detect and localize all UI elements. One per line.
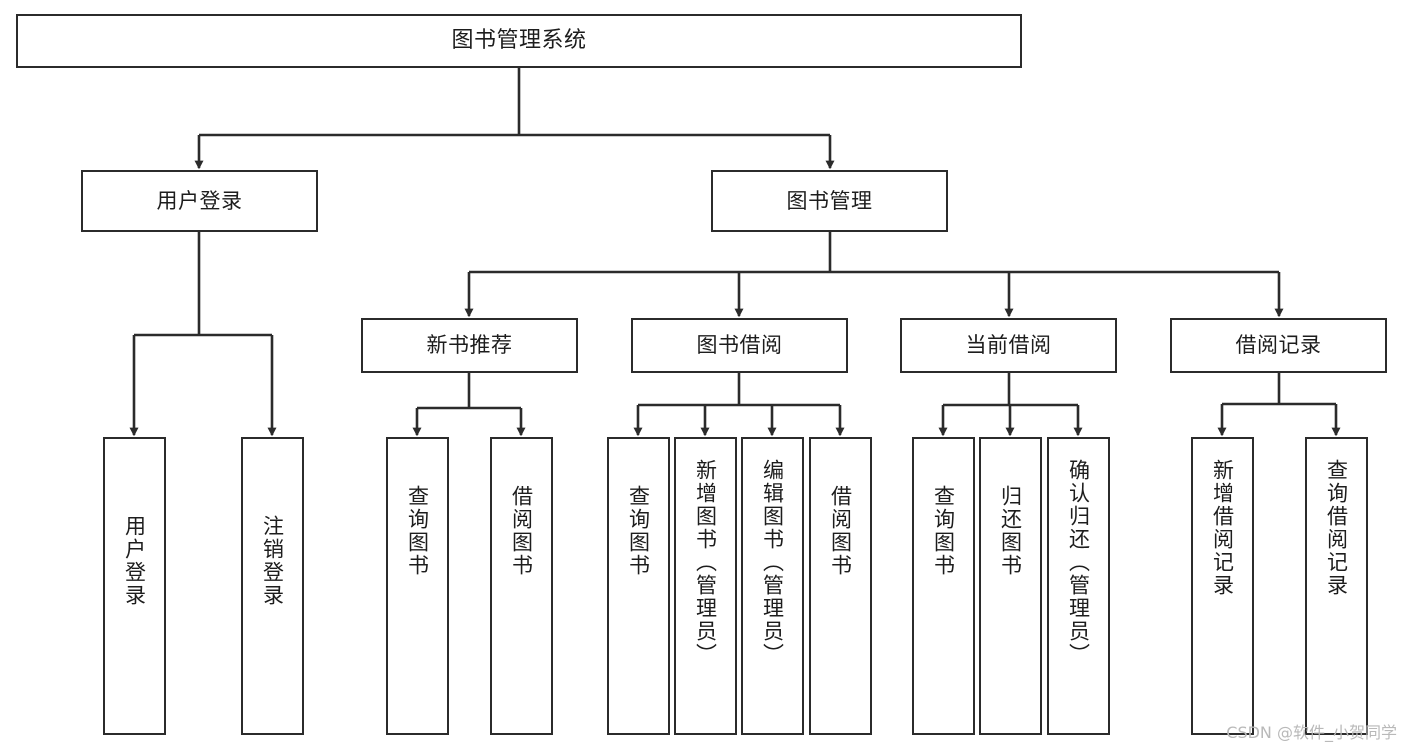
node-borrow-record[interactable]: 借阅记录: [1170, 318, 1387, 373]
leaf-user-login-logout[interactable]: 注销登录: [241, 437, 304, 735]
node-book-management[interactable]: 图书管理: [711, 170, 948, 232]
node-label: 借阅记录: [1235, 333, 1322, 358]
leaf-current-borrow-return-book[interactable]: 归还图书: [979, 437, 1042, 735]
leaf-book-borrow-query-book[interactable]: 查询图书: [607, 437, 670, 735]
leaf-book-borrow-add-book-admin[interactable]: 新增图书（管理员）: [674, 437, 737, 735]
csdn-watermark: CSDN @软件_小贺同学: [1226, 723, 1397, 742]
node-label: 归还图书: [998, 485, 1023, 577]
node-new-book-recommend[interactable]: 新书推荐: [361, 318, 578, 373]
leaf-book-borrow-edit-book-admin[interactable]: 编辑图书（管理员）: [741, 437, 804, 735]
leaf-book-borrow-borrow-book[interactable]: 借阅图书: [809, 437, 872, 735]
node-label: 图书管理: [786, 188, 873, 213]
node-root-library-management-system[interactable]: 图书管理系统: [16, 14, 1022, 68]
node-label: 图书管理系统: [451, 28, 587, 54]
node-label: 查询借阅记录: [1324, 459, 1349, 597]
node-label: 借阅图书: [828, 485, 853, 577]
node-label: 确认归还（管理员）: [1066, 459, 1091, 666]
node-label: 编辑图书（管理员）: [760, 459, 785, 666]
leaf-new-book-query-book[interactable]: 查询图书: [386, 437, 449, 735]
node-label: 新增图书（管理员）: [693, 459, 718, 666]
node-label: 借阅图书: [509, 485, 534, 577]
node-label: 用户登录: [156, 188, 243, 213]
node-user-login[interactable]: 用户登录: [81, 170, 318, 232]
node-label: 新增借阅记录: [1210, 459, 1235, 597]
leaf-new-book-borrow-book[interactable]: 借阅图书: [490, 437, 553, 735]
leaf-borrow-record-add-record[interactable]: 新增借阅记录: [1191, 437, 1254, 735]
node-label: 注销登录: [260, 515, 285, 607]
leaf-user-login-login[interactable]: 用户登录: [103, 437, 166, 735]
leaf-current-borrow-query-book[interactable]: 查询图书: [912, 437, 975, 735]
node-book-borrow[interactable]: 图书借阅: [631, 318, 848, 373]
node-label: 当前借阅: [965, 333, 1052, 358]
node-label: 查询图书: [626, 485, 651, 577]
node-label: 用户登录: [122, 515, 147, 607]
node-label: 图书借阅: [696, 333, 783, 358]
node-current-borrow[interactable]: 当前借阅: [900, 318, 1117, 373]
leaf-borrow-record-query-record[interactable]: 查询借阅记录: [1305, 437, 1368, 735]
node-label: 查询图书: [931, 485, 956, 577]
node-label: 新书推荐: [426, 333, 513, 358]
leaf-current-borrow-confirm-return-admin[interactable]: 确认归还（管理员）: [1047, 437, 1110, 735]
node-label: 查询图书: [405, 485, 430, 577]
